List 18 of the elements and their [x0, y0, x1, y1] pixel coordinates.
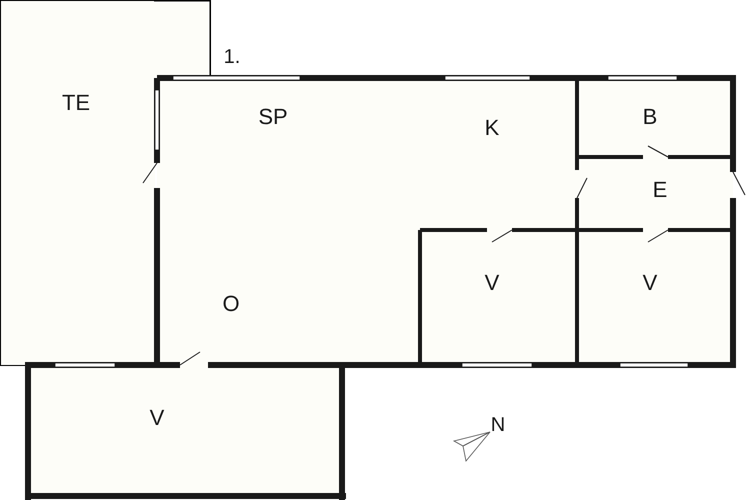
- room-label: K: [484, 117, 500, 139]
- room-area: [577, 78, 733, 157]
- floor-label: 1.: [224, 47, 240, 67]
- room-area: [0, 0, 155, 366]
- room-label: TE: [62, 92, 90, 114]
- room-area: [577, 230, 733, 365]
- room-label: V: [150, 407, 164, 429]
- room-label: V: [484, 272, 500, 294]
- room-area: [157, 230, 420, 365]
- room-label: V: [642, 272, 658, 294]
- room-label: B: [642, 106, 658, 128]
- room-area: [577, 157, 733, 230]
- room-area: [420, 78, 577, 230]
- north-label: N: [490, 415, 506, 435]
- room-label: E: [652, 179, 668, 201]
- room-label: SP: [258, 106, 288, 128]
- room-area: [420, 230, 577, 365]
- room-label: O: [222, 293, 240, 315]
